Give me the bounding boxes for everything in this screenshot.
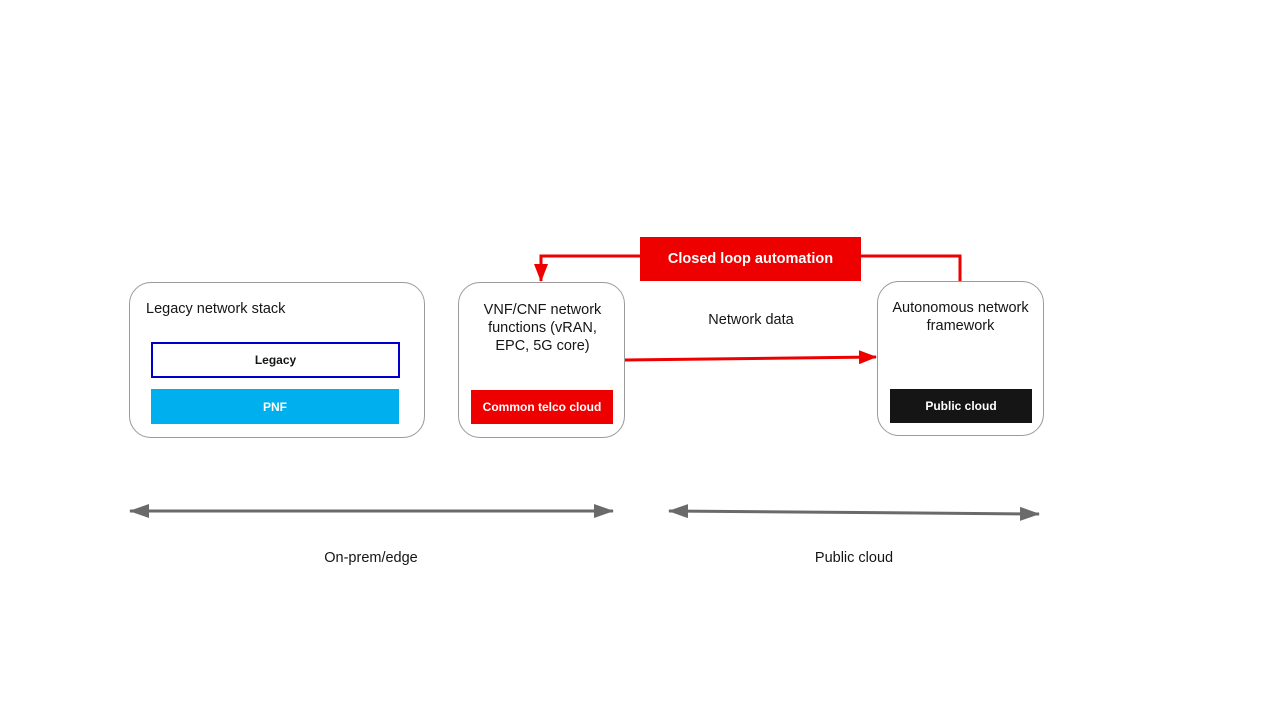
autonomous-network-framework-box: Autonomous network framework Public clou…: [877, 281, 1044, 436]
closed-loop-automation-label: Closed loop automation: [640, 237, 861, 281]
legacy-chip: Legacy: [151, 342, 400, 378]
public-cloud-range-arrow: [668, 504, 1040, 521]
pnf-chip: PNF: [151, 389, 399, 424]
vnf-cnf-title: VNF/CNF network functions (vRAN, EPC, 5G…: [483, 302, 602, 354]
legacy-network-stack-title: Legacy network stack: [146, 301, 286, 317]
network-data-arrow: [624, 350, 877, 365]
public-cloud-chip: Public cloud: [890, 389, 1032, 423]
on-prem-edge-label: On-prem/edge: [324, 550, 418, 566]
legacy-network-stack-box: Legacy network stack Legacy PNF: [129, 282, 425, 438]
network-data-label: Network data: [708, 312, 794, 328]
autonomous-network-framework-title: Autonomous network framework: [892, 300, 1029, 334]
public-cloud-range-label: Public cloud: [814, 550, 894, 566]
vnf-cnf-box: VNF/CNF network functions (vRAN, EPC, 5G…: [458, 282, 625, 438]
common-telco-cloud-chip: Common telco cloud: [471, 390, 613, 424]
